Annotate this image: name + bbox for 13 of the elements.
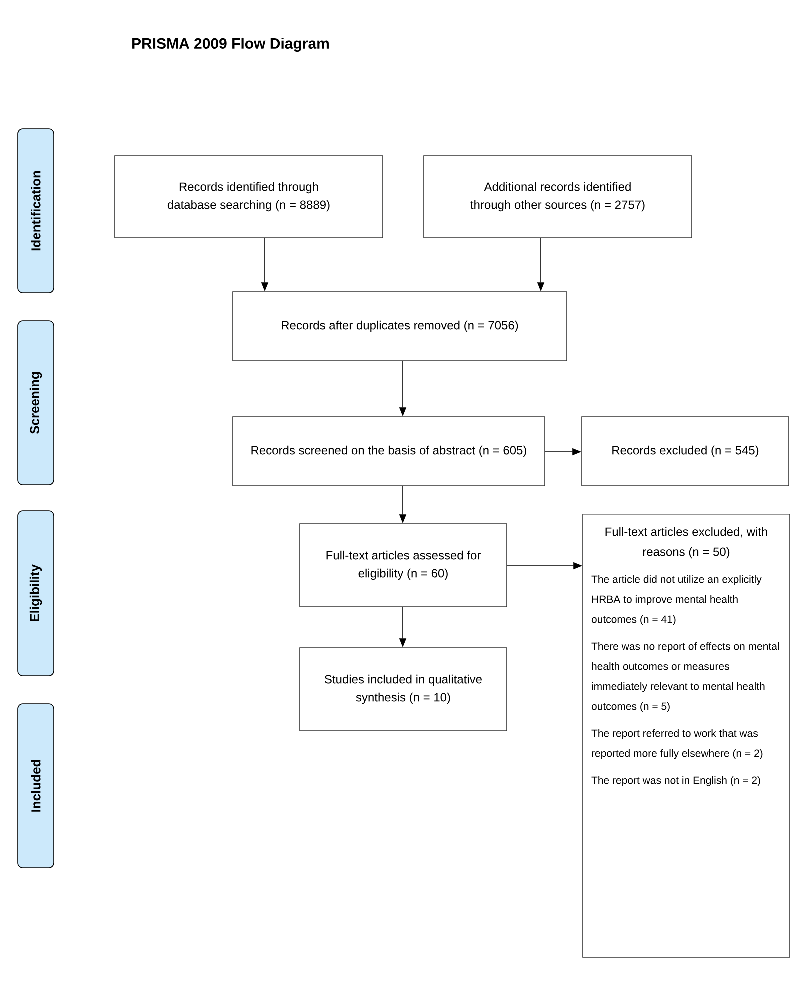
title: PRISMA 2009 Flow Diagram [132, 38, 329, 52]
process-box: Records after duplicates removed (n = 7056) [232, 292, 568, 362]
stage-label: Included [18, 704, 54, 868]
process-box: Additional records identified through other sources (n = 2757) [424, 156, 692, 238]
exclusion-box: Full-text articles excluded, with reasons (n = 50) The article did not utilize an explicitly HRBA to improve mental health outcomes (n = 41) There was no report of effects on mental health outcomes or measures immediately relevant to mental health outcomes (n = 5) The report referred to work that was reported more fully elsewhere (n = 2) The report was not in English (n = 2) [582, 514, 790, 958]
process-box: Studies included in qualitative synthesis (n = 10) [300, 648, 508, 732]
process-box: Full-text articles assessed for eligibility (n = 60) [300, 524, 508, 608]
process-box: Records excluded (n = 545) [582, 416, 790, 486]
stage-label: Identification [18, 128, 54, 294]
process-box: Records identified through database searching (n = 8889) [114, 156, 384, 238]
stage-label: Screening [18, 320, 54, 486]
process-box: Records screened on the basis of abstract (n = 605) [232, 416, 546, 486]
stage-label: Eligibility [18, 510, 54, 676]
